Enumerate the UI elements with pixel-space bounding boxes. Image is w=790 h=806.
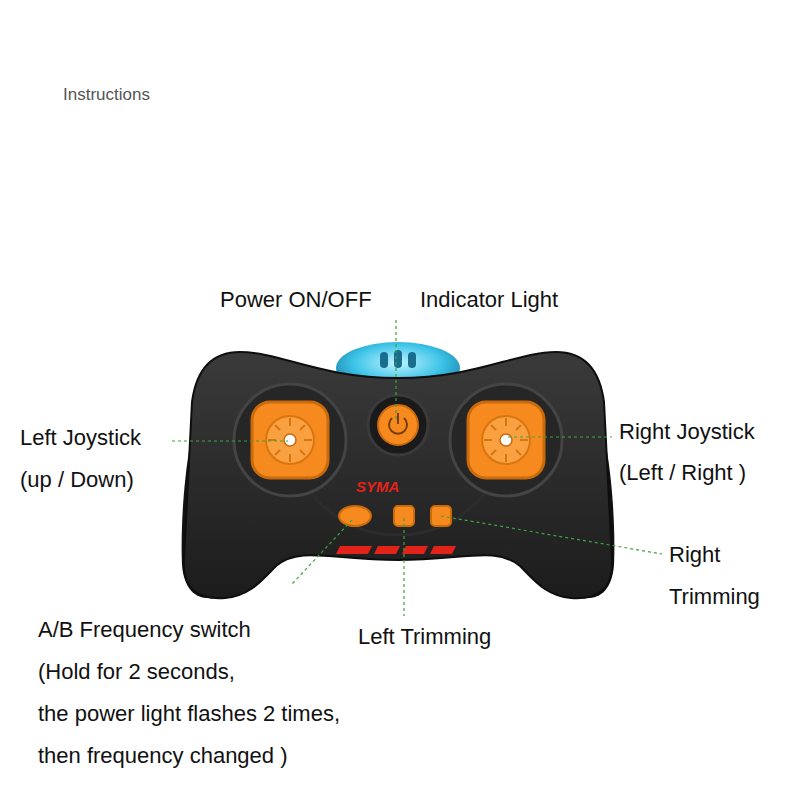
controller-body — [184, 352, 612, 598]
function-note: then frequency changed ) — [38, 743, 288, 769]
power-button — [368, 395, 428, 455]
part-label: Trimming — [669, 584, 760, 610]
part-label: Right — [669, 542, 720, 568]
part-label: Right Joystick — [619, 419, 755, 445]
bottom-buttons — [339, 506, 451, 526]
part-label: Power ON/OFF — [220, 287, 372, 313]
function-note: (up / Down) — [20, 467, 134, 493]
part-label: Indicator Light — [420, 287, 558, 313]
leader-lines — [172, 320, 662, 616]
brand-logo: SYMA — [356, 478, 399, 496]
red-stripe — [336, 546, 456, 554]
part-label: Left Trimming — [358, 624, 491, 650]
page-title: Instructions — [63, 85, 150, 105]
function-note: the power light flashes 2 times, — [38, 701, 340, 727]
function-note: (Hold for 2 seconds, — [38, 659, 235, 685]
part-label: Left Joystick — [20, 425, 141, 451]
function-note: (Left / Right ) — [619, 460, 746, 486]
left-joystick — [234, 384, 346, 496]
part-label: A/B Frequency switch — [38, 617, 251, 643]
right-joystick — [450, 384, 562, 496]
